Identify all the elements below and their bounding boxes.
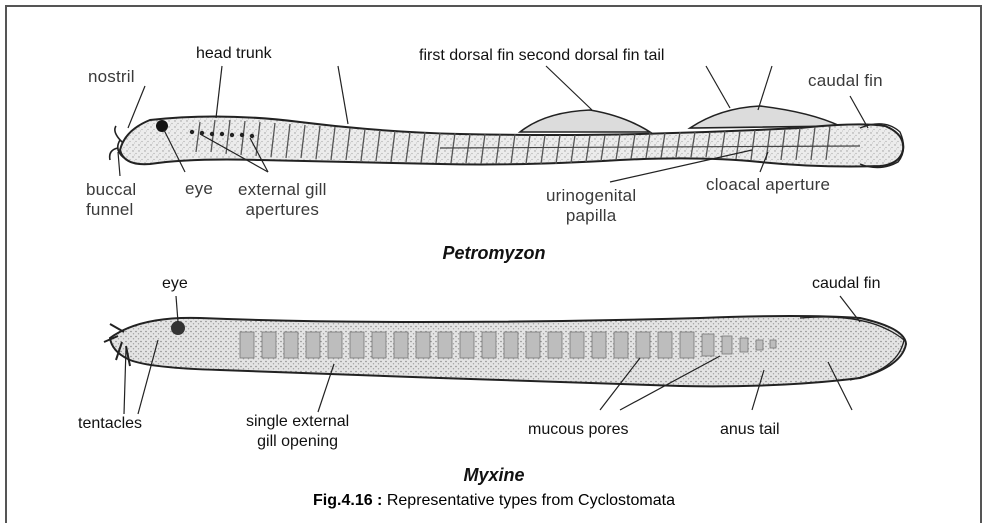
myxine-eye-shape xyxy=(171,321,185,335)
label-caudal-fin-myxine: caudal fin xyxy=(812,276,881,292)
caption-text: Representative types from Cyclostomata xyxy=(387,492,675,509)
second-dorsal-fin xyxy=(690,106,840,128)
caption-figure-number: Fig.4.16 : xyxy=(313,492,382,509)
first-dorsal-fin xyxy=(520,110,650,132)
petromyzon-eye-shape xyxy=(156,120,168,132)
label-caudal-fin-petromyzon: caudal fin xyxy=(808,72,883,89)
figure-caption: Fig.4.16 : Representative types from Cyc… xyxy=(313,492,675,510)
label-anus-tail: anus tail xyxy=(720,422,780,438)
myxine-illustration xyxy=(104,296,906,414)
label-eye-petromyzon: eye xyxy=(185,180,213,197)
label-single-external-gill-opening: single external gill opening xyxy=(246,412,349,452)
label-eye-myxine: eye xyxy=(162,276,188,292)
label-cloacal-aperture: cloacal aperture xyxy=(706,176,830,193)
label-nostril: nostril xyxy=(88,68,135,85)
title-myxine: Myxine xyxy=(463,466,524,484)
label-external-gill-apertures: external gill apertures xyxy=(238,180,327,220)
label-mucous-pores: mucous pores xyxy=(528,422,629,438)
label-tentacles: tentacles xyxy=(78,416,142,432)
label-head-trunk: head trunk xyxy=(196,46,272,62)
label-dorsal-fins-tail: first dorsal fin second dorsal fin tail xyxy=(419,48,664,64)
label-buccal-funnel: buccal funnel xyxy=(86,180,136,220)
label-urinogenital-papilla: urinogenital papilla xyxy=(546,186,636,226)
title-petromyzon: Petromyzon xyxy=(442,244,545,262)
petromyzon-illustration xyxy=(110,66,904,182)
